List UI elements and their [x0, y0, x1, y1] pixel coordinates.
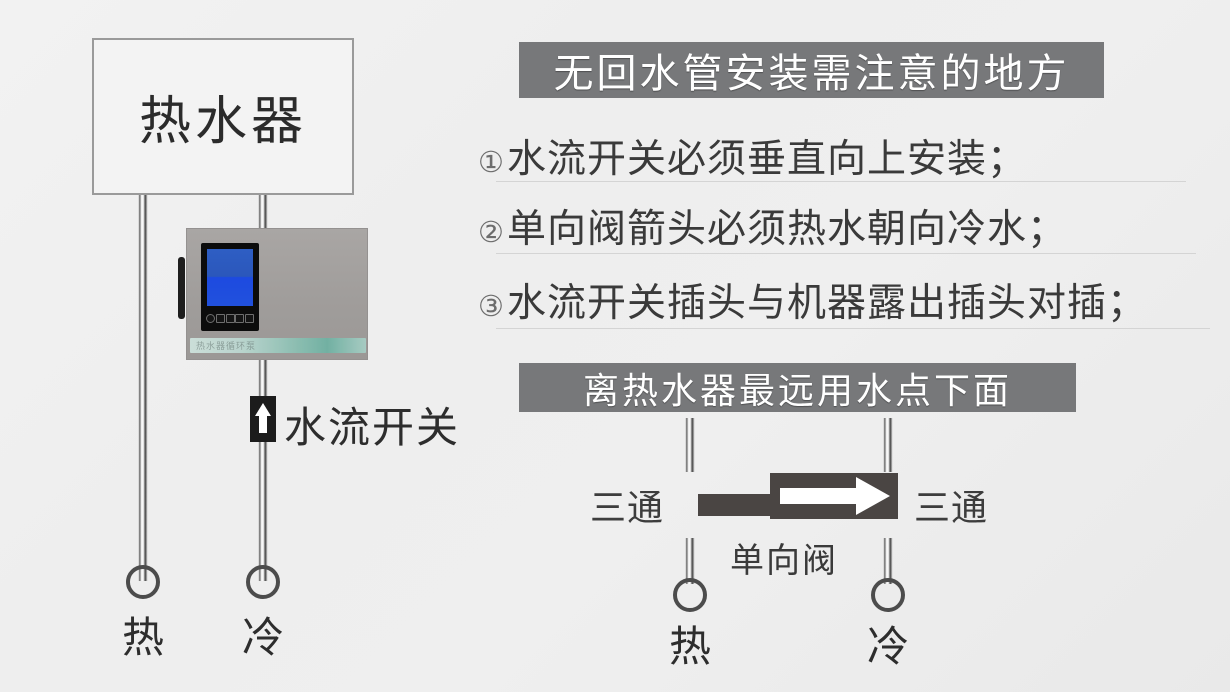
note-item-3: ③ 水流开关插头与机器露出插头对插；: [478, 272, 1147, 328]
note-item-2: ② 单向阀箭头必须热水朝向冷水；: [478, 198, 1067, 254]
cold-outlet-left: [246, 565, 280, 599]
note-2-number: ②: [478, 215, 504, 249]
check-valve-body: [770, 473, 898, 519]
cold-water-pipe-mid: [258, 358, 268, 400]
cold-water-pipe-lower: [258, 438, 268, 581]
cold-outlet-left-label: 冷: [242, 613, 286, 662]
circulation-pump-device: 热水器循环泵: [178, 228, 368, 360]
note-3-number: ③: [478, 289, 504, 323]
main-banner: 无回水管安装需注意的地方: [519, 42, 1104, 98]
device-brand-text: 热水器循环泵: [196, 341, 257, 351]
hot-outlet-right-label: 热: [669, 622, 713, 671]
water-heater-box: 热水器: [92, 38, 354, 195]
cold-outlet-right-label: 冷: [867, 622, 911, 671]
settings-button-icon[interactable]: [225, 313, 235, 323]
note-1-text: 水流开关必须垂直向上安装；: [507, 137, 1028, 182]
mode-button-icon[interactable]: [215, 313, 225, 323]
water-heater-label: 热水器: [138, 92, 307, 152]
hot-riser-pipe: [685, 418, 695, 472]
note-2-text: 单向阀箭头必须热水朝向冷水；: [507, 207, 1068, 252]
check-valve-label: 单向阀: [730, 541, 838, 581]
power-button-icon[interactable]: [206, 313, 215, 323]
tee-left-label: 三通: [590, 488, 665, 529]
device-lcd-screen: [207, 249, 253, 306]
cold-riser-pipe: [883, 418, 893, 472]
device-side-handle-icon: [178, 257, 185, 319]
note-2-underline: [496, 253, 1196, 254]
note-3-text: 水流开关插头与机器露出插头对插；: [507, 281, 1148, 326]
note-3-underline: [496, 328, 1210, 329]
device-control-panel: [201, 243, 259, 331]
timer-button-icon[interactable]: [235, 313, 245, 323]
menu-button-icon[interactable]: [245, 313, 254, 323]
flow-switch-label: 水流开关: [284, 403, 461, 452]
cold-drop-pipe: [883, 538, 893, 584]
valve-inlet-pipe: [698, 494, 780, 516]
hot-outlet-left-label: 热: [122, 613, 166, 662]
tee-right-label: 三通: [914, 488, 989, 529]
sub-banner: 离热水器最远用水点下面: [519, 363, 1076, 412]
right-arrow-icon: [770, 473, 898, 519]
note-1-underline: [496, 181, 1186, 182]
note-1-number: ①: [478, 145, 504, 179]
hot-outlet-right: [673, 578, 707, 612]
hot-outlet-left: [126, 565, 160, 599]
device-brand-strip: 热水器循环泵: [190, 338, 366, 353]
cold-water-pipe-upper: [258, 195, 268, 231]
hot-water-pipe: [138, 195, 148, 581]
device-button-row[interactable]: [206, 311, 254, 325]
hot-drop-pipe: [685, 538, 695, 584]
flow-switch-icon: [250, 396, 276, 442]
note-item-1: ① 水流开关必须垂直向上安装；: [478, 128, 1027, 184]
cold-outlet-right: [871, 578, 905, 612]
